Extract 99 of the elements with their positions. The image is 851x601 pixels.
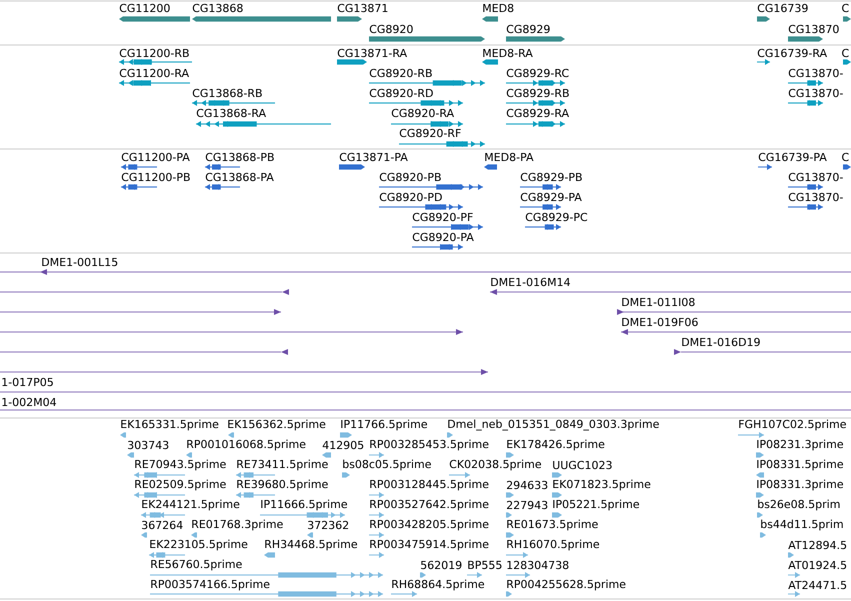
gene-label: CG13871 bbox=[338, 4, 388, 12]
clone-label: DME1-011I08 bbox=[622, 298, 695, 306]
protein-label: CG8929-PB bbox=[520, 172, 582, 182]
est-label: 227943 bbox=[507, 500, 548, 510]
clone-label: DME1-001L15 bbox=[42, 258, 118, 266]
est-label: 128304738 bbox=[507, 560, 568, 570]
est-label: RE02509.5prime bbox=[135, 480, 226, 490]
protein-label: CG11200-PA bbox=[122, 152, 190, 162]
est-label: EK223105.5prime bbox=[150, 540, 248, 550]
protein-label: CG11200-PB bbox=[122, 172, 190, 182]
est-label: RE01673.5prime bbox=[507, 520, 598, 530]
est-label: RH16070.5prime bbox=[507, 540, 600, 550]
transcript-label: CG13871-RA bbox=[338, 48, 407, 58]
protein-label: CG8920-PF bbox=[412, 212, 473, 222]
gene-label: MED8 bbox=[483, 4, 514, 12]
est-label: EK156362.5prime bbox=[228, 420, 326, 430]
clone-label: 1-002M04 bbox=[2, 398, 56, 406]
est-label: IP11766.5prime bbox=[341, 420, 428, 430]
est-label: RP001016068.5prime bbox=[187, 440, 306, 450]
protein-label: CG8929-PA bbox=[520, 192, 582, 202]
est-label: RE73411.5prime bbox=[237, 460, 328, 470]
est-label: bs08c05.5prime bbox=[343, 460, 431, 470]
protein-label: MED8-PA bbox=[485, 152, 534, 162]
protein-label: CG13870- bbox=[788, 172, 843, 182]
clone-label: DME1-016D19 bbox=[682, 338, 760, 346]
est-label: IP05221.5prime bbox=[553, 500, 640, 510]
protein-label: CG8920-PB bbox=[380, 172, 441, 182]
est-label: IP11666.5prime bbox=[261, 500, 348, 510]
est-label: RE70943.5prime bbox=[135, 460, 226, 470]
est-label: Dmel_neb_015351_0849_0303.3prime bbox=[448, 420, 659, 430]
protein-label: CG13871-PA bbox=[340, 152, 408, 162]
est-label: IP08331.5prime bbox=[757, 460, 843, 470]
est-label: AT24471.5 bbox=[788, 580, 846, 590]
transcript-label: CG11200-RB bbox=[120, 48, 189, 58]
transcript-label: CG13868-RB bbox=[192, 88, 262, 98]
transcript-label: CG8920-RF bbox=[400, 128, 461, 138]
protein-label: CG13870- bbox=[788, 192, 843, 202]
est-label: FGH107C02.5prime bbox=[739, 420, 846, 430]
est-label: 562019 bbox=[421, 560, 462, 570]
protein-label: CG8920-PA bbox=[412, 232, 474, 242]
est-label: bs26e08.5prim bbox=[758, 500, 840, 510]
est-label: RE01768.3prime bbox=[192, 520, 283, 530]
transcript-label: CG8920-RB bbox=[370, 68, 432, 78]
protein-label: CG13868-PA bbox=[206, 172, 274, 182]
est-label: RH68864.5prime bbox=[392, 580, 484, 590]
protein-label: CG13868-PB bbox=[206, 152, 274, 162]
est-label: EK165331.5prime bbox=[121, 420, 218, 430]
clone-label: DME1-016M14 bbox=[491, 278, 570, 286]
gene-label: CG8920 bbox=[370, 24, 413, 34]
est-label: EK071823.5prime bbox=[553, 480, 650, 490]
gene-label: CG8929 bbox=[506, 24, 550, 34]
protein-label: CG8929-PC bbox=[526, 212, 588, 222]
est-label: 367264 bbox=[142, 520, 183, 530]
est-label: RP003527642.5prime bbox=[370, 500, 488, 510]
est-label: RE56760.5prime bbox=[151, 560, 242, 570]
est-label: 412905 bbox=[322, 440, 364, 450]
est-label: UUGC1023 bbox=[553, 460, 612, 470]
est-label: RH34468.5prime bbox=[265, 540, 358, 550]
transcript-label: CG8929-RC bbox=[506, 68, 569, 78]
est-label: IP08231.3prime bbox=[757, 440, 843, 450]
transcript-label: MED8-RA bbox=[483, 48, 533, 58]
protein-label: CG16739-PA bbox=[758, 152, 827, 162]
est-label: RP004255628.5prime bbox=[507, 580, 626, 590]
transcript-label: CG16739-RA bbox=[758, 48, 827, 58]
transcript-label: CG8929-RA bbox=[506, 108, 569, 118]
est-label: IP08331.3prime bbox=[757, 480, 843, 490]
est-label: 303743 bbox=[128, 440, 168, 450]
transcript-label: CG8929-RB bbox=[506, 88, 569, 98]
transcript-label: CG13868-RA bbox=[196, 108, 266, 118]
est-label: RP003428205.5prime bbox=[370, 520, 488, 530]
est-label: AT01924.5 bbox=[788, 560, 846, 570]
est-label: EK244121.5prime bbox=[142, 500, 240, 510]
est-label: AT12894.5 bbox=[788, 540, 846, 550]
transcript-label: CG8920-RD bbox=[370, 88, 433, 98]
est-label: EK178426.5prime bbox=[507, 440, 604, 450]
est-label: bs44d11.5prim bbox=[761, 520, 843, 530]
gene-label: C bbox=[842, 4, 849, 12]
clone-label: 1-017P05 bbox=[2, 378, 53, 386]
clone-label: DME1-019F06 bbox=[622, 318, 698, 326]
protein-label: C bbox=[842, 152, 849, 162]
est-label: RP003475914.5prime bbox=[370, 540, 488, 550]
gene-label: CG11200 bbox=[120, 4, 170, 12]
est-label: RE39680.5prime bbox=[237, 480, 328, 490]
gene-label: CG13870 bbox=[788, 24, 839, 34]
protein-label: CG8920-PD bbox=[380, 192, 442, 202]
est-label: CK02038.5prime bbox=[450, 460, 542, 470]
transcript-label: CG8920-RA bbox=[392, 108, 454, 118]
gene-label: CG13868 bbox=[192, 4, 243, 12]
est-label: 372362 bbox=[308, 520, 348, 530]
est-label: BP555 bbox=[468, 560, 502, 570]
transcript-label: CG11200-RA bbox=[120, 68, 189, 78]
transcript-label: C bbox=[842, 48, 849, 58]
est-label: RP003574166.5prime bbox=[151, 580, 270, 590]
est-label: 294633 bbox=[507, 480, 548, 490]
est-label: RP003128445.5prime bbox=[370, 480, 488, 490]
est-label: RP003285453.5prime bbox=[370, 440, 488, 450]
transcript-label: CG13870- bbox=[788, 68, 843, 78]
transcript-label: CG13870- bbox=[788, 88, 843, 98]
gene-label: CG16739 bbox=[758, 4, 808, 12]
